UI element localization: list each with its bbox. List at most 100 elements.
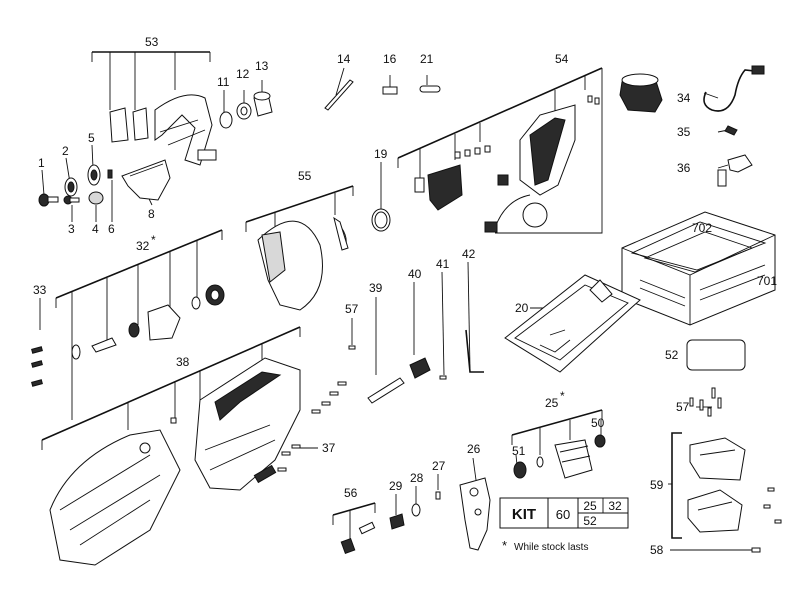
part-cover-8 [121, 159, 171, 201]
part-pin-41 [439, 375, 447, 380]
label-8: 8 [148, 207, 155, 221]
label-57a: 57 [345, 302, 359, 316]
part-pin-6 [107, 169, 113, 179]
kit-table: KIT 60 25 32 52 [499, 497, 629, 529]
kit-cell-25: 25 [583, 499, 597, 513]
part-gearbox-32 [71, 284, 225, 360]
part-spring-35 [724, 125, 738, 136]
footnote-text: While stock lasts [514, 542, 588, 553]
part-baseplate-20 [504, 274, 641, 373]
label-16: 16 [383, 52, 397, 66]
label-59: 59 [650, 478, 664, 492]
label-51: 51 [512, 444, 526, 458]
label-14: 14 [337, 52, 351, 66]
label-32-star: * [151, 233, 156, 247]
part-hook-34 [703, 65, 765, 112]
label-1: 1 [38, 156, 45, 170]
bracket-54 [397, 67, 603, 234]
part-pin-27 [435, 491, 441, 500]
label-53: 53 [145, 35, 159, 49]
label-25: 25 [545, 396, 559, 410]
part-labels: 1 2 5 3 4 6 8 53 11 12 13 14 16 21 19 54… [33, 35, 777, 557]
part-washer-2 [64, 177, 78, 197]
label-27: 27 [432, 459, 446, 473]
label-702: 702 [692, 221, 712, 235]
part-label-52 [686, 339, 746, 371]
part-screw-16 [382, 86, 398, 95]
label-56: 56 [344, 486, 358, 500]
label-55: 55 [298, 169, 312, 183]
part-screws-57a [348, 345, 356, 350]
part-oring-19 [371, 208, 391, 232]
label-12: 12 [236, 67, 250, 81]
bracket-56 [332, 502, 376, 540]
label-38: 38 [176, 355, 190, 369]
part-screws-33 [31, 346, 43, 387]
bracket-53 [91, 51, 211, 110]
label-42: 42 [462, 247, 476, 261]
part-housing-38-left [49, 417, 181, 566]
label-52: 52 [665, 348, 679, 362]
part-screws-57b [689, 387, 722, 417]
label-33: 33 [33, 283, 47, 297]
part-bushing-28 [411, 503, 421, 517]
label-41: 41 [436, 257, 450, 271]
part-spring-29 [389, 513, 405, 530]
label-40: 40 [408, 267, 422, 281]
part-rod-14 [324, 79, 354, 111]
part-screw-1 [38, 193, 59, 207]
footnote-star: * [502, 538, 507, 553]
label-21: 21 [420, 52, 434, 66]
footnote: * While stock lasts [502, 538, 588, 553]
part-shaft-39 [367, 377, 405, 404]
bracket-32 [55, 229, 223, 420]
label-36: 36 [677, 161, 691, 175]
part-flange-5 [87, 164, 101, 186]
kit-cell-52: 52 [583, 514, 597, 528]
bracket-38 [41, 326, 301, 450]
label-26: 26 [467, 442, 481, 456]
part-guard-53 [109, 94, 217, 166]
part-screw-58 [751, 547, 761, 553]
kit-cell-32: 32 [608, 499, 622, 513]
label-28: 28 [410, 471, 424, 485]
label-29: 29 [389, 479, 403, 493]
label-20: 20 [515, 301, 529, 315]
part-nut-4 [88, 191, 104, 205]
label-54: 54 [555, 52, 569, 66]
label-35: 35 [677, 125, 691, 139]
label-5: 5 [88, 131, 95, 145]
part-brushes-56 [340, 521, 376, 554]
label-32: 32 [136, 239, 150, 253]
part-screws-37 [277, 381, 347, 472]
part-brushholder-26 [459, 477, 491, 551]
label-13: 13 [255, 59, 269, 73]
label-50: 50 [591, 416, 605, 430]
label-4: 4 [92, 222, 99, 236]
part-case-701 [621, 211, 776, 326]
label-25-star: * [560, 389, 565, 403]
label-34: 34 [677, 91, 691, 105]
part-armature-25 [513, 434, 606, 479]
bracket-25 [511, 409, 603, 455]
label-2: 2 [62, 144, 69, 158]
part-housing-38-right [194, 357, 301, 491]
label-57b: 57 [676, 400, 690, 414]
part-switch-54 [414, 73, 663, 233]
label-19: 19 [374, 147, 388, 161]
part-knob-36 [717, 154, 753, 187]
label-58: 58 [650, 543, 664, 557]
label-3: 3 [68, 222, 75, 236]
part-bolt-3 [63, 195, 80, 205]
label-39: 39 [369, 281, 383, 295]
part-pin-21 [419, 85, 441, 93]
part-motorhousing-59 [687, 437, 782, 533]
part-lever-40 [409, 357, 431, 379]
kit-cell-60: 60 [556, 507, 570, 522]
part-rings-11-12-13 [219, 91, 273, 129]
label-37: 37 [322, 441, 336, 455]
label-11: 11 [217, 75, 230, 89]
label-701: 701 [757, 274, 777, 288]
part-hexkey-42 [465, 329, 484, 373]
